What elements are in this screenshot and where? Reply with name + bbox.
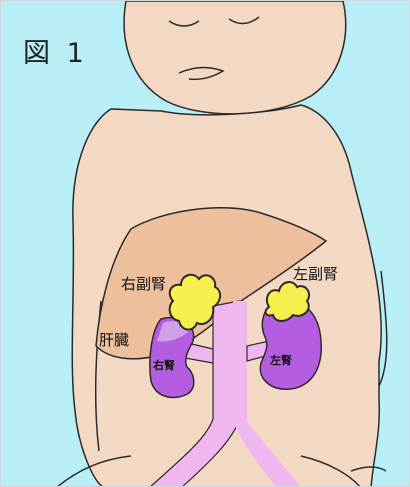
label-right-kidney: 右腎 [153,357,175,373]
label-liver: 肝臓 [99,329,129,350]
label-right-adrenal: 右副腎 [121,273,166,294]
label-left-kidney: 左腎 [270,352,292,368]
label-left-adrenal: 左副腎 [293,263,338,284]
figure-title: 図 1 [23,31,88,70]
